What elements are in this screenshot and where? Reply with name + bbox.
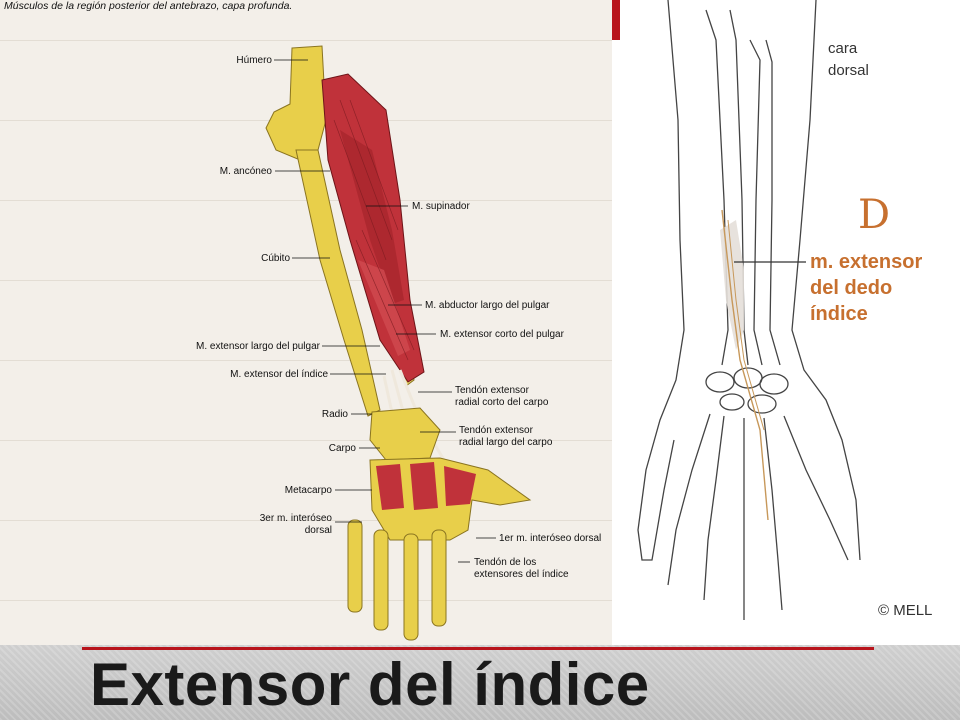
- label-interoseo1: 1er m. interóseo dorsal: [499, 533, 602, 544]
- title-bar: [0, 645, 960, 720]
- label-cubito: Cúbito: [261, 253, 290, 264]
- label-extensor-indice: M. extensor del índice: [230, 369, 328, 380]
- label-humero: Húmero: [236, 55, 272, 66]
- forearm-muscle-illustration: [265, 45, 532, 641]
- figure-letter: D: [858, 192, 891, 238]
- label-carpo: Carpo: [328, 443, 356, 454]
- anatomy-illustration-panel: Músculos de la región posterior del ante…: [0, 0, 612, 645]
- title-accent-line: [82, 647, 874, 650]
- label-tendon-largo-line1: Tendón extensor: [459, 425, 533, 436]
- label-tendon-corto-line2: radial corto del carpo: [455, 397, 549, 408]
- skeleton-illustration-panel: cara dorsal D m. extensor del dedo índic…: [620, 0, 960, 645]
- red-divider: [612, 0, 620, 40]
- label-metacarpo: Metacarpo: [284, 485, 332, 496]
- view-label-line2: dorsal: [828, 62, 869, 79]
- label-tendon-corto-line1: Tendón extensor: [455, 385, 529, 396]
- copyright-mark: © MELL: [878, 602, 933, 619]
- label-radio: Radio: [321, 409, 348, 420]
- label-extensor-largo-pulgar: M. extensor largo del pulgar: [196, 341, 320, 352]
- muscle-label-line1: m. extensor: [810, 251, 923, 273]
- slide-title: Extensor del índice: [90, 651, 650, 718]
- muscle-label-line2: del dedo: [810, 277, 893, 299]
- label-abductor-largo-pulgar: M. abductor largo del pulgar: [425, 300, 550, 311]
- muscle-label-line3: índice: [810, 303, 868, 325]
- figure-caption: Músculos de la región posterior del ante…: [4, 0, 293, 12]
- label-extensor-corto-pulgar: M. extensor corto del pulgar: [440, 329, 564, 340]
- label-tendon-extensores-line1: Tendón de los: [474, 557, 537, 568]
- label-interoseo3-line1: 3er m. interóseo: [259, 513, 332, 524]
- view-label-line1: cara: [828, 40, 858, 57]
- label-supinador: M. supinador: [412, 201, 470, 212]
- label-tendon-largo-line2: radial largo del carpo: [459, 437, 553, 448]
- forearm-skeleton-illustration: [637, 0, 861, 620]
- label-tendon-extensores-line2: extensores del índice: [474, 569, 569, 580]
- label-interoseo3-line2: dorsal: [304, 525, 332, 536]
- title-bar-texture: [0, 645, 960, 720]
- label-anconeo: M. ancóneo: [219, 166, 272, 177]
